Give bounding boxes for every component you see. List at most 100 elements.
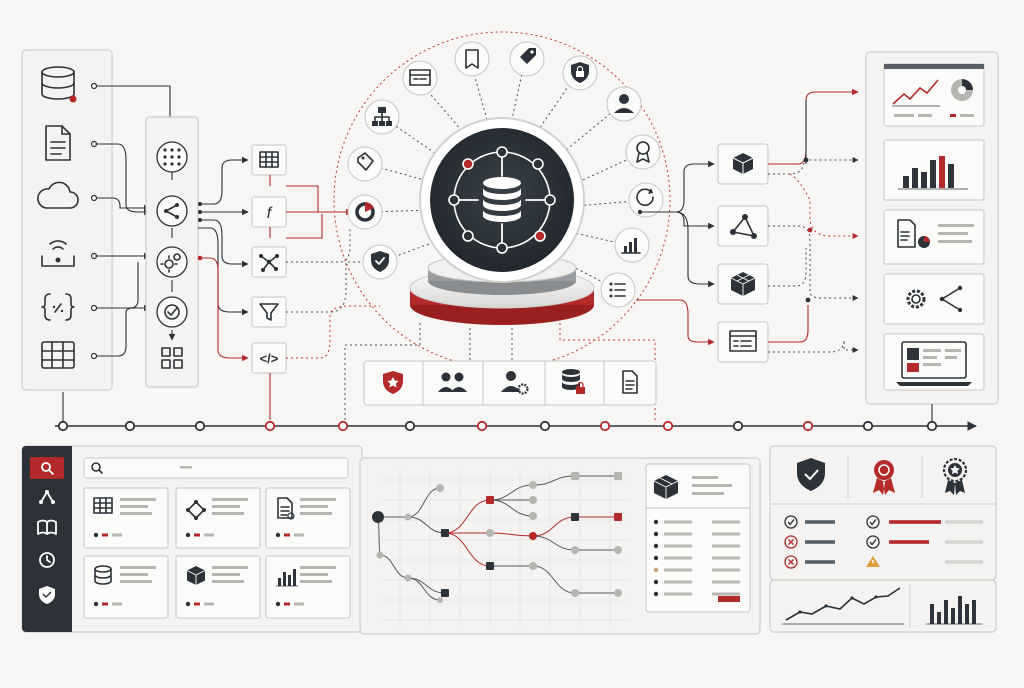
function-icon[interactable]: f [251, 196, 287, 228]
nodes-icon[interactable] [717, 205, 769, 247]
lineage-node[interactable] [404, 574, 412, 582]
timeline-node[interactable] [539, 420, 551, 432]
shield-star-icon[interactable] [383, 371, 403, 394]
settings-panel-icon[interactable] [402, 60, 438, 96]
code-tag-icon[interactable]: </> [251, 342, 287, 374]
shield-check-icon[interactable] [39, 586, 55, 604]
timeline-node[interactable] [476, 420, 488, 432]
database-hub-icon[interactable] [483, 177, 521, 222]
laptop-dashboard[interactable] [883, 333, 985, 391]
lineage-node[interactable] [614, 589, 622, 597]
lineage-node[interactable] [529, 532, 537, 540]
clock-icon[interactable] [39, 552, 55, 568]
timeline-node[interactable] [124, 420, 136, 432]
database-icon[interactable] [41, 66, 77, 103]
document-tile[interactable] [265, 487, 351, 549]
document-icon[interactable] [622, 370, 638, 394]
timeline-node[interactable] [862, 420, 874, 432]
lineage-node[interactable] [436, 484, 444, 492]
share-nodes-icon[interactable] [156, 195, 188, 227]
award-ribbon-icon[interactable] [873, 460, 895, 495]
timeline-node[interactable] [732, 420, 744, 432]
lineage-node[interactable] [614, 472, 622, 480]
lineage-node[interactable] [571, 472, 579, 480]
lineage-node[interactable] [486, 496, 494, 504]
timeline-node[interactable] [337, 420, 349, 432]
timeline-node[interactable] [264, 420, 276, 432]
lineage-node[interactable] [614, 546, 622, 554]
hierarchy-icon[interactable] [364, 99, 400, 135]
award-icon[interactable] [625, 134, 661, 170]
trend-bar-chart[interactable] [926, 596, 982, 625]
lineage-node[interactable] [441, 589, 449, 597]
network-tile[interactable] [175, 487, 261, 549]
document-icon[interactable] [45, 125, 71, 161]
user-icon[interactable] [606, 86, 642, 122]
refresh-icon[interactable] [628, 182, 664, 218]
timeline-node[interactable] [926, 420, 938, 432]
bookmark-icon[interactable] [454, 41, 490, 77]
timeline-node[interactable] [194, 420, 206, 432]
cubes-icon[interactable] [717, 263, 769, 305]
check-circle-icon[interactable] [156, 296, 188, 328]
report-pie-dashboard[interactable] [883, 209, 985, 265]
lineage-node[interactable] [529, 481, 537, 489]
cube-icon[interactable] [717, 143, 769, 185]
window-list-icon[interactable] [717, 321, 769, 363]
lock-icon[interactable] [562, 55, 598, 91]
bar-chart-tile[interactable] [265, 555, 351, 619]
lineage-node[interactable] [529, 496, 537, 504]
bar-chart-icon[interactable] [614, 227, 650, 263]
lineage-node[interactable] [571, 513, 579, 521]
shield-check-icon[interactable] [797, 458, 825, 491]
trend-line-chart[interactable] [782, 587, 904, 625]
tag-icon[interactable] [509, 41, 545, 77]
lineage-detail-card[interactable] [645, 463, 751, 613]
list-icon[interactable] [600, 272, 636, 308]
user-settings-icon[interactable] [501, 371, 529, 395]
timeline-node[interactable] [404, 420, 416, 432]
catalog-search-input[interactable] [83, 457, 349, 479]
shield-check-icon[interactable] [362, 244, 398, 280]
users-icon[interactable] [438, 372, 467, 393]
filter-icon[interactable] [251, 296, 287, 328]
timeline-node[interactable] [662, 420, 674, 432]
search-icon[interactable] [41, 462, 54, 475]
book-icon[interactable] [37, 519, 57, 535]
network-icon[interactable] [251, 246, 287, 278]
star-badge-icon[interactable] [942, 457, 968, 495]
table-tile[interactable] [83, 487, 169, 549]
lineage-node[interactable] [372, 511, 384, 523]
cloud-icon[interactable] [37, 181, 79, 209]
lineage-node[interactable] [486, 562, 494, 570]
code-braces-icon[interactable] [41, 293, 75, 321]
lineage-node[interactable] [441, 529, 449, 537]
lineage-node[interactable] [376, 551, 384, 559]
lineage-node[interactable] [404, 513, 412, 521]
table-grid-icon[interactable] [41, 341, 75, 369]
price-tag-icon[interactable] [347, 146, 383, 182]
database-tile[interactable] [83, 555, 169, 619]
share-nodes-icon[interactable] [39, 490, 55, 504]
pie-chart-icon[interactable] [347, 194, 383, 230]
database-lock-icon[interactable] [562, 369, 585, 394]
bar-chart-dashboard[interactable] [883, 139, 985, 201]
lineage-node[interactable] [486, 529, 494, 537]
lineage-node[interactable] [529, 562, 537, 570]
timeline-node[interactable] [599, 420, 611, 432]
line-chart-dashboard[interactable] [883, 63, 985, 127]
lineage-node[interactable] [529, 512, 537, 520]
grid-dots-icon[interactable] [156, 141, 188, 173]
cube-tile[interactable] [175, 555, 261, 619]
table-icon[interactable] [251, 144, 287, 176]
timeline-node[interactable] [802, 420, 814, 432]
lineage-node[interactable] [571, 546, 579, 554]
lineage-node[interactable] [614, 513, 622, 521]
wifi-device-icon[interactable] [41, 240, 75, 267]
timeline-node[interactable] [57, 420, 69, 432]
lineage-node[interactable] [571, 589, 579, 597]
gears-icon[interactable] [156, 246, 188, 278]
layout-blocks-icon[interactable] [161, 347, 183, 369]
lineage-node[interactable] [437, 597, 443, 603]
gear-share-dashboard[interactable] [883, 273, 985, 325]
